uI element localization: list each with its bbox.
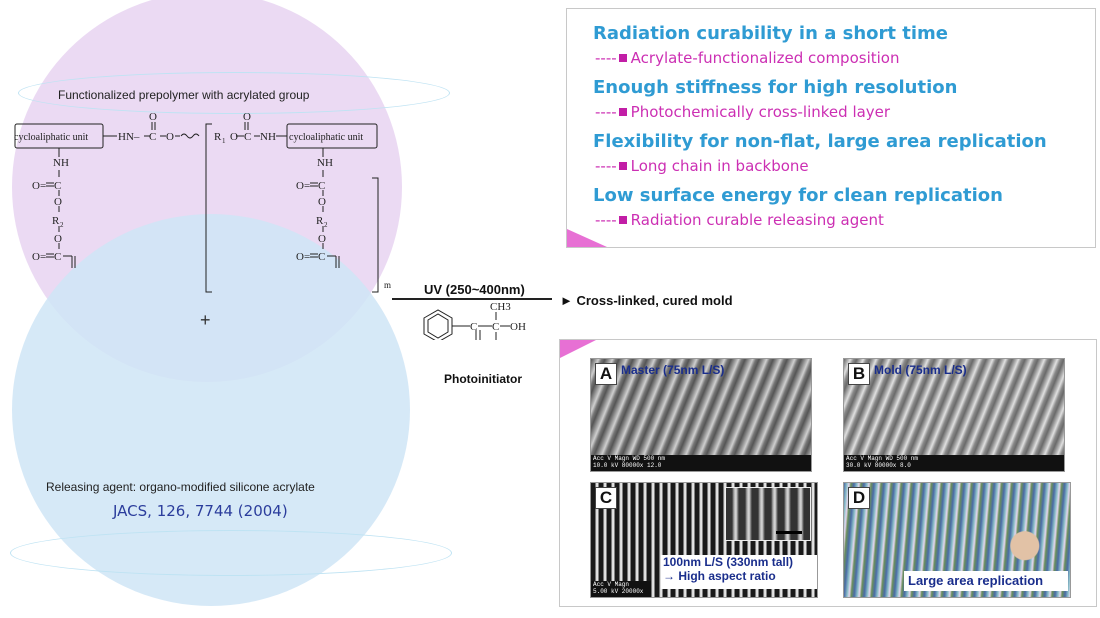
dash-1: ---- bbox=[595, 49, 617, 67]
benefit-sub-text-2: Photochemically cross-linked layer bbox=[630, 103, 891, 121]
benefit-sub-text-1: Acrylate-functionalized composition bbox=[630, 49, 900, 67]
scale-bar bbox=[776, 531, 802, 534]
panel-label-c: C bbox=[595, 487, 617, 509]
svg-text:O: O bbox=[149, 111, 157, 123]
svg-text:O=: O= bbox=[32, 180, 46, 192]
svg-text:NH: NH bbox=[317, 157, 333, 169]
caption-c-box: 100nm L/S (330nm tall) → High aspect rat… bbox=[661, 555, 817, 589]
product-label: ► Cross-linked, cured mold bbox=[560, 293, 733, 308]
photo-image-d: D Large area replication bbox=[843, 482, 1071, 598]
svg-text:C: C bbox=[149, 131, 156, 143]
svg-text:O: O bbox=[243, 111, 251, 123]
svg-text:O=: O= bbox=[296, 180, 310, 192]
benefit-title-2: Enough stiffness for high resolution bbox=[593, 77, 958, 98]
panel-label-d: D bbox=[848, 487, 870, 509]
decorative-ring-bottom bbox=[10, 530, 452, 576]
benefit-sub-text-3: Long chain in backbone bbox=[630, 157, 809, 175]
svg-text:O=: O= bbox=[296, 251, 310, 263]
svg-text:1: 1 bbox=[222, 137, 226, 145]
prepolymer-structure: cycloaliphatic unit cycloaliphatic unit … bbox=[14, 111, 552, 340]
prepolymer-title: Functionalized prepolymer with acrylated… bbox=[58, 88, 310, 102]
benefit-title-3: Flexibility for non-flat, large area rep… bbox=[593, 131, 1047, 152]
benefit-sub-1: ---- Acrylate-functionalized composition bbox=[595, 49, 899, 67]
svg-text:CH3: CH3 bbox=[490, 301, 511, 313]
svg-text:cycloaliphatic unit: cycloaliphatic unit bbox=[289, 132, 363, 143]
caption-d: Large area replication bbox=[908, 573, 1044, 588]
sem-footer-bar bbox=[844, 455, 1064, 471]
svg-text:O: O bbox=[318, 233, 326, 245]
svg-text:C: C bbox=[54, 251, 61, 263]
caption-b: Mold (75nm L/S) bbox=[874, 363, 967, 377]
svg-text:m: m bbox=[384, 280, 391, 290]
plus-sign: + bbox=[200, 310, 211, 330]
svg-text:cycloaliphatic unit: cycloaliphatic unit bbox=[14, 132, 88, 143]
svg-text:O: O bbox=[318, 196, 326, 208]
sem-footer-bar bbox=[591, 455, 811, 471]
benefit-sub-text-4: Radiation curable releasing agent bbox=[630, 211, 884, 229]
svg-text:C: C bbox=[54, 180, 61, 192]
uv-condition-label: UV (250~400nm) bbox=[424, 282, 525, 297]
releasing-agent-label: Releasing agent: organo-modified silicon… bbox=[46, 480, 315, 494]
square-bullet-icon bbox=[618, 216, 627, 224]
svg-text:R: R bbox=[214, 131, 222, 143]
benefit-title-4: Low surface energy for clean replication bbox=[593, 185, 1003, 206]
corner-triangle-icon bbox=[567, 229, 607, 247]
benefit-sub-4: ---- Radiation curable releasing agent bbox=[595, 211, 884, 229]
dash-4: ---- bbox=[595, 211, 617, 229]
svg-text:O=: O= bbox=[32, 251, 46, 263]
sem-footer-bar bbox=[591, 581, 651, 597]
benefit-title-1: Radiation curability in a short time bbox=[593, 23, 948, 44]
svg-text:2: 2 bbox=[60, 221, 64, 229]
svg-text:O: O bbox=[54, 233, 62, 245]
svg-text:NH: NH bbox=[53, 157, 69, 169]
svg-text:O: O bbox=[166, 131, 174, 143]
benefit-sub-2: ---- Photochemically cross-linked layer bbox=[595, 103, 890, 121]
square-bullet-icon bbox=[618, 54, 627, 62]
caption-c-line-2: → High aspect ratio bbox=[663, 569, 776, 583]
svg-text:O: O bbox=[54, 196, 62, 208]
svg-text:O: O bbox=[230, 131, 238, 143]
svg-text:C: C bbox=[492, 321, 499, 333]
panel-label-a: A bbox=[595, 363, 617, 385]
benefit-sub-3: ---- Long chain in backbone bbox=[595, 157, 809, 175]
svg-text:C: C bbox=[244, 131, 251, 143]
svg-text:R: R bbox=[316, 215, 324, 227]
svg-text:R: R bbox=[52, 215, 60, 227]
square-bullet-icon bbox=[618, 162, 627, 170]
svg-text:2: 2 bbox=[324, 221, 328, 229]
dash-2: ---- bbox=[595, 103, 617, 121]
photoinitiator-label: Photoinitiator bbox=[444, 372, 522, 386]
corner-triangle-icon bbox=[560, 340, 596, 358]
benefits-panel: Radiation curability in a short time ---… bbox=[566, 8, 1096, 248]
svg-text:C: C bbox=[318, 180, 325, 192]
caption-a: Master (75nm L/S) bbox=[621, 363, 725, 377]
caption-d-box: Large area replication bbox=[904, 571, 1068, 591]
svg-text:C: C bbox=[318, 251, 325, 263]
caption-c-line-1: 100nm L/S (330nm tall) bbox=[663, 555, 794, 569]
svg-text:NH: NH bbox=[260, 131, 276, 143]
sem-inset-image bbox=[725, 487, 811, 541]
citation: JACS, 126, 7744 (2004) bbox=[113, 502, 288, 520]
svg-text:C: C bbox=[470, 321, 477, 333]
square-bullet-icon bbox=[618, 108, 627, 116]
svg-text:OH: OH bbox=[510, 321, 526, 333]
dash-3: ---- bbox=[595, 157, 617, 175]
svg-text:HN–: HN– bbox=[118, 131, 140, 143]
panel-label-b: B bbox=[848, 363, 870, 385]
decorative-ring-top bbox=[18, 72, 450, 114]
